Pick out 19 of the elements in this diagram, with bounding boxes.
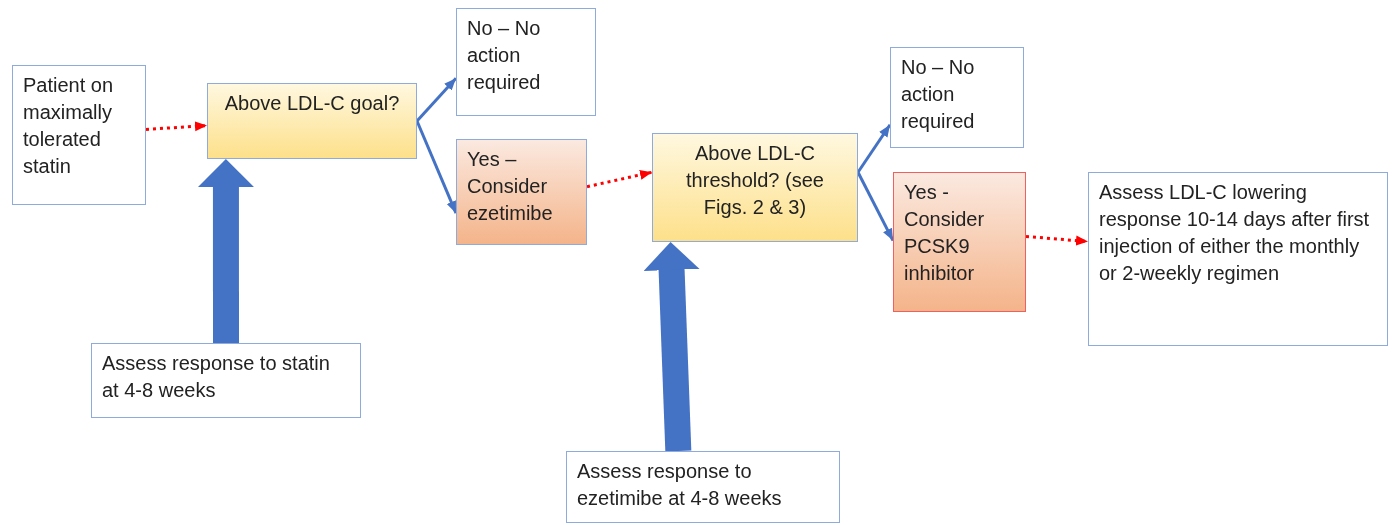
- action-box: Yes – Consider ezetimibe: [456, 139, 587, 245]
- decision-box: Above LDL-C goal?: [207, 83, 417, 159]
- note-box: Assess response to statin at 4-8 weeks: [91, 343, 361, 418]
- process-box: Assess LDL-C lowering response 10-14 days after first injection of either the monthly or 2-weekly regimen: [1088, 172, 1388, 346]
- outcome-box: No – No action required: [890, 47, 1024, 148]
- outcome-box: No – No action required: [456, 8, 596, 116]
- arrow: [415, 77, 458, 122]
- arrow: [856, 123, 892, 174]
- decision-box: Above LDL-C threshold? (see Figs. 2 & 3): [652, 133, 858, 242]
- arrow: [856, 171, 895, 242]
- dotted-arrow: [1025, 234, 1089, 246]
- block-arrow: [643, 242, 700, 452]
- dotted-arrow: [586, 169, 653, 189]
- process-box: Patient on maximally tolerated statin: [12, 65, 146, 205]
- action-box: Yes - Consider PCSK9 inhibitor: [893, 172, 1026, 312]
- dotted-arrow: [145, 121, 208, 132]
- note-box: Assess response to ezetimibe at 4-8 weeks: [566, 451, 840, 523]
- block-arrow: [197, 159, 254, 343]
- arrow: [415, 120, 458, 214]
